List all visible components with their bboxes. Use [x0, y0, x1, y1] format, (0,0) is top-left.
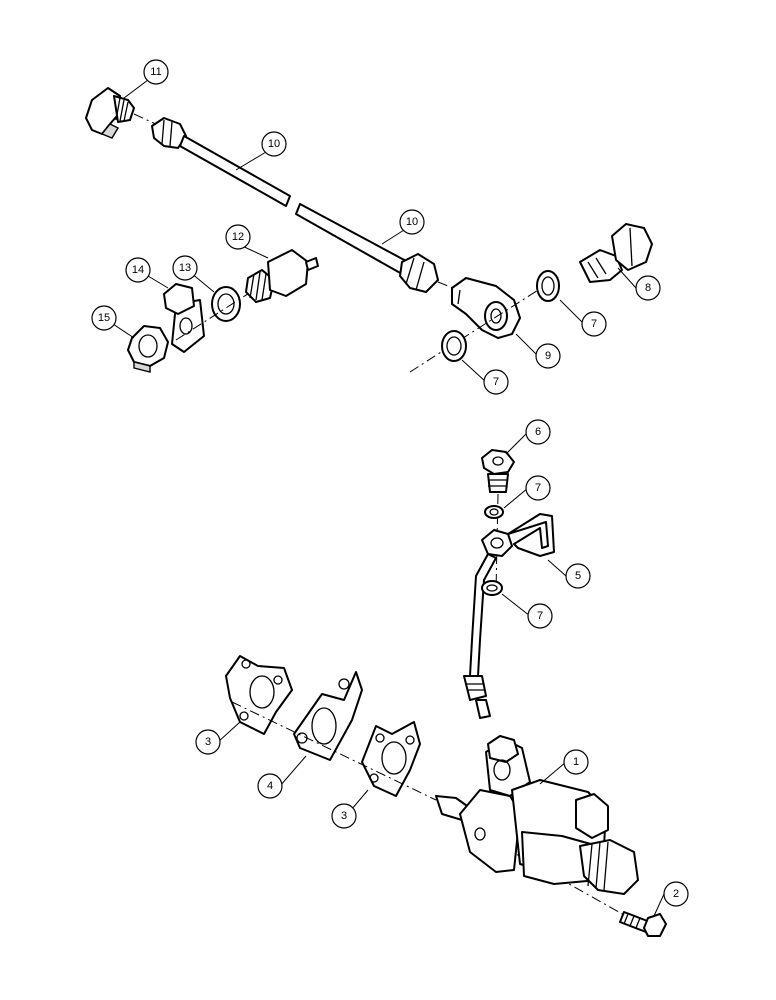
hollow-screw [481, 449, 515, 493]
callout-6: 6 [525, 419, 551, 445]
callout-label: 7 [493, 376, 499, 388]
callout-1: 1 [563, 749, 589, 775]
pump-spacer [293, 671, 363, 761]
banjo-fitting [451, 277, 521, 339]
callout-label: 12 [232, 231, 244, 243]
mounting-bolt [619, 911, 667, 937]
callout-13: 13 [172, 255, 198, 281]
callout-label: 2 [673, 888, 679, 900]
callout-7: 7 [525, 475, 551, 501]
fuel-supply-pump [435, 735, 639, 895]
fuel-pipe [463, 513, 555, 719]
callout-10: 10 [261, 131, 287, 157]
callout-3: 3 [195, 729, 221, 755]
callout-label: 5 [575, 570, 581, 582]
callout-2: 2 [663, 881, 689, 907]
callout-label: 10 [268, 138, 280, 150]
gasket-rear [225, 655, 293, 735]
callout-14: 14 [125, 257, 151, 283]
callout-label: 6 [535, 426, 541, 438]
fuel-line-upper [151, 117, 291, 207]
callout-label: 11 [150, 66, 161, 78]
callout-label: 4 [267, 780, 273, 792]
sealing-washer [441, 330, 467, 362]
callout-label: 3 [341, 810, 347, 822]
callout-label: 15 [98, 312, 110, 324]
fuel-line-lower [295, 203, 439, 293]
callout-label: 8 [645, 282, 651, 294]
callout-label: 3 [205, 736, 211, 748]
callout-12: 12 [225, 224, 251, 250]
callout-label: 14 [132, 264, 144, 276]
solenoid-washer [211, 286, 241, 322]
callout-label: 13 [179, 262, 191, 274]
callout-3: 3 [331, 803, 357, 829]
callout-10: 10 [399, 209, 425, 235]
hex-nut [127, 325, 169, 373]
callout-8: 8 [635, 275, 661, 301]
fuel-shutoff-solenoid [245, 249, 319, 303]
banjo-bolt [579, 223, 653, 283]
gasket-front [361, 721, 421, 797]
elbow-fitting [85, 87, 135, 139]
callout-label: 7 [537, 610, 543, 622]
callout-4: 4 [257, 773, 283, 799]
callout-11: 11 [143, 59, 169, 85]
callout-label: 7 [591, 318, 597, 330]
callout-label: 10 [406, 216, 418, 228]
callout-15: 15 [91, 305, 117, 331]
callout-label: 1 [573, 756, 579, 768]
callout-7: 7 [527, 603, 553, 629]
callout-7: 7 [483, 369, 509, 395]
copper-washer [481, 580, 503, 596]
callout-label: 7 [535, 482, 541, 494]
mounting-bracket [163, 283, 205, 353]
copper-washer [484, 505, 504, 519]
sealing-washer [536, 270, 560, 302]
callout-5: 5 [565, 563, 591, 589]
callout-7: 7 [581, 311, 607, 337]
callout-9: 9 [535, 343, 561, 369]
callout-label: 9 [545, 350, 551, 362]
